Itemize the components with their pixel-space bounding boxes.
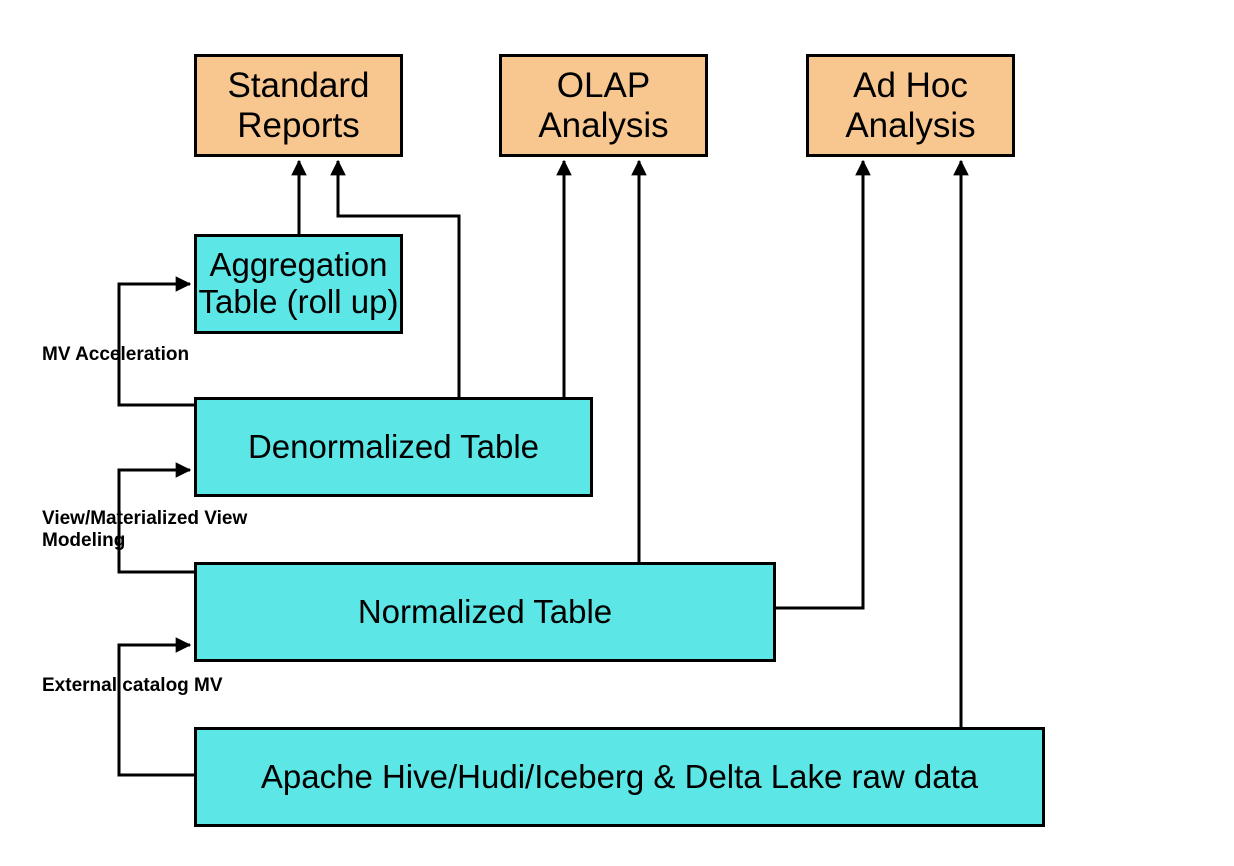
edge-label-external-catalog-mv: External catalog MV — [42, 675, 223, 696]
node-olap-analysis[interactable]: OLAP Analysis — [499, 54, 708, 157]
node-raw-data[interactable]: Apache Hive/Hudi/Iceberg & Delta Lake ra… — [194, 727, 1045, 827]
edge-label-view-materialized-view-modeling: View/Materialized View Modeling — [42, 508, 248, 552]
node-aggregation-table[interactable]: Aggregation Table (roll up) — [194, 234, 403, 334]
node-ad-hoc-analysis[interactable]: Ad Hoc Analysis — [806, 54, 1015, 157]
edge-label-mv-acceleration: MV Acceleration — [42, 344, 190, 365]
node-normalized-table[interactable]: Normalized Table — [194, 562, 776, 662]
node-standard-reports[interactable]: Standard Reports — [194, 54, 403, 157]
edge-normalized-to-ad-hoc — [776, 159, 871, 610]
edge-raw-data-to-normalized — [117, 637, 194, 777]
node-denormalized-table[interactable]: Denormalized Table — [194, 397, 593, 497]
